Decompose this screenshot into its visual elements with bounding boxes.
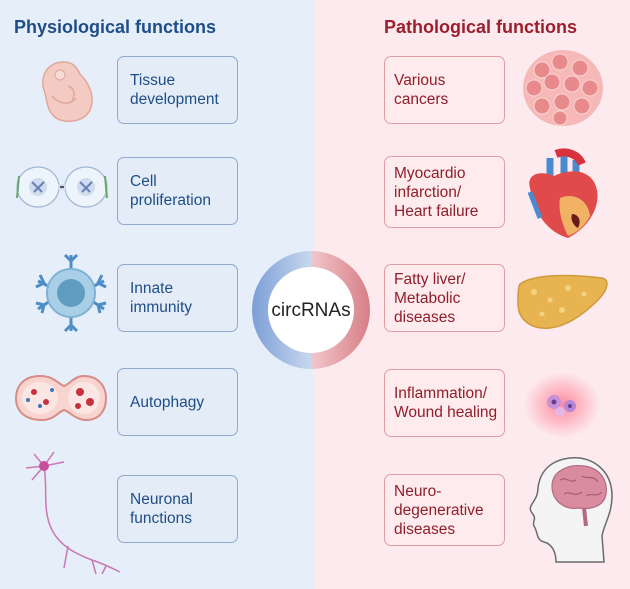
circrna-ring-icon [252, 251, 370, 369]
innate-immunity-box: Innate immunity [117, 264, 238, 332]
embryo-icon [42, 61, 93, 123]
metabolic-diseases-label: Fatty liver/ Metabolic diseases [394, 270, 466, 326]
innate-immunity-label: Innate immunity [130, 280, 193, 316]
heart-failure-box: Myocardio infarction/ Heart failure [384, 156, 505, 228]
various-cancers-label: Various cancers [394, 72, 449, 108]
neuronal-functions-box: Neuronal functions [117, 475, 238, 543]
inflammation-label: Inflammation/ Wound healing [394, 385, 498, 421]
neurodegenerative-box: Neuro- degenerative diseases [384, 474, 505, 546]
brain-head-icon [529, 457, 613, 563]
pathological-title: Pathological functions [384, 17, 578, 37]
neuronal-functions-label: Neuronal functions [130, 491, 193, 527]
cell-proliferation-box: Cell proliferation [117, 157, 238, 225]
tissue-development-box: Tissue development [117, 56, 238, 124]
autophagy-label: Autophagy [130, 393, 205, 411]
autophagy-cell-icon [14, 374, 108, 422]
neurodegenerative-label: Neuro- degenerative diseases [394, 482, 484, 538]
cell-division-icon [16, 166, 108, 208]
inflammation-icon [524, 372, 600, 438]
autophagy-box: Autophagy [117, 368, 238, 436]
cell-proliferation-label: Cell proliferation [130, 173, 211, 209]
tissue-development-label: Tissue development [130, 72, 219, 108]
liver-icon [517, 274, 608, 329]
neuron-icon [25, 451, 121, 575]
heart-failure-label: Myocardio infarction/ Heart failure [394, 164, 479, 220]
circrna-label: circRNAs [271, 300, 351, 321]
inflammation-box: Inflammation/ Wound healing [384, 369, 505, 437]
heart-icon [527, 148, 598, 238]
metabolic-diseases-box: Fatty liver/ Metabolic diseases [384, 264, 505, 332]
immune-cell-icon [35, 253, 107, 333]
cancer-cells-icon [523, 50, 603, 126]
various-cancers-box: Various cancers [384, 56, 505, 124]
physiological-title: Physiological functions [14, 17, 217, 37]
